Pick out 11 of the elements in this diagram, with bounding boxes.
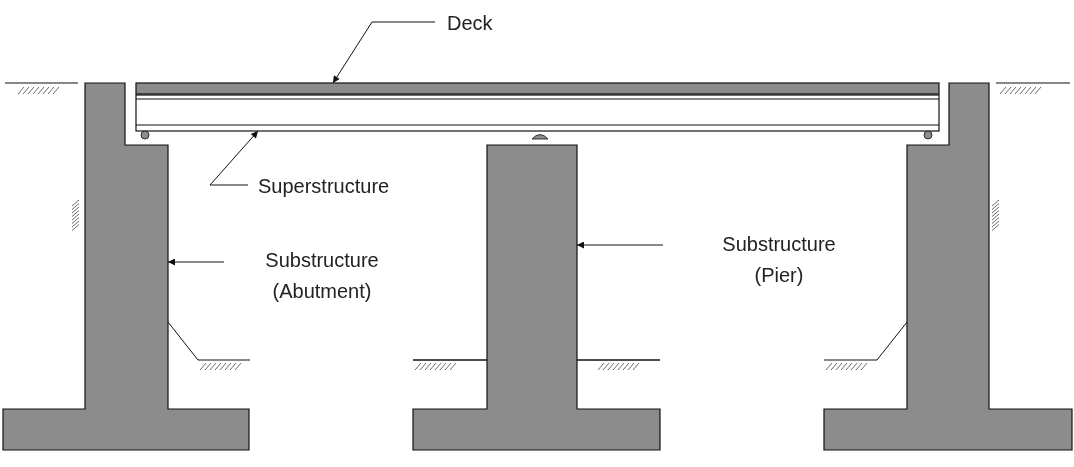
superstructure-label: Superstructure (257, 174, 391, 199)
leader-arrow (332, 21, 436, 84)
abutment (2, 82, 250, 451)
leader-arrow (209, 130, 259, 186)
deck-slab (135, 82, 940, 95)
leader-arrow (167, 258, 225, 266)
deck-label: Deck (446, 11, 494, 36)
leader-arrow (576, 241, 664, 249)
pier-label: Substructure (Pier) (721, 232, 837, 288)
abutment-label: Substructure (Abutment) (264, 248, 380, 304)
pier (412, 144, 661, 451)
